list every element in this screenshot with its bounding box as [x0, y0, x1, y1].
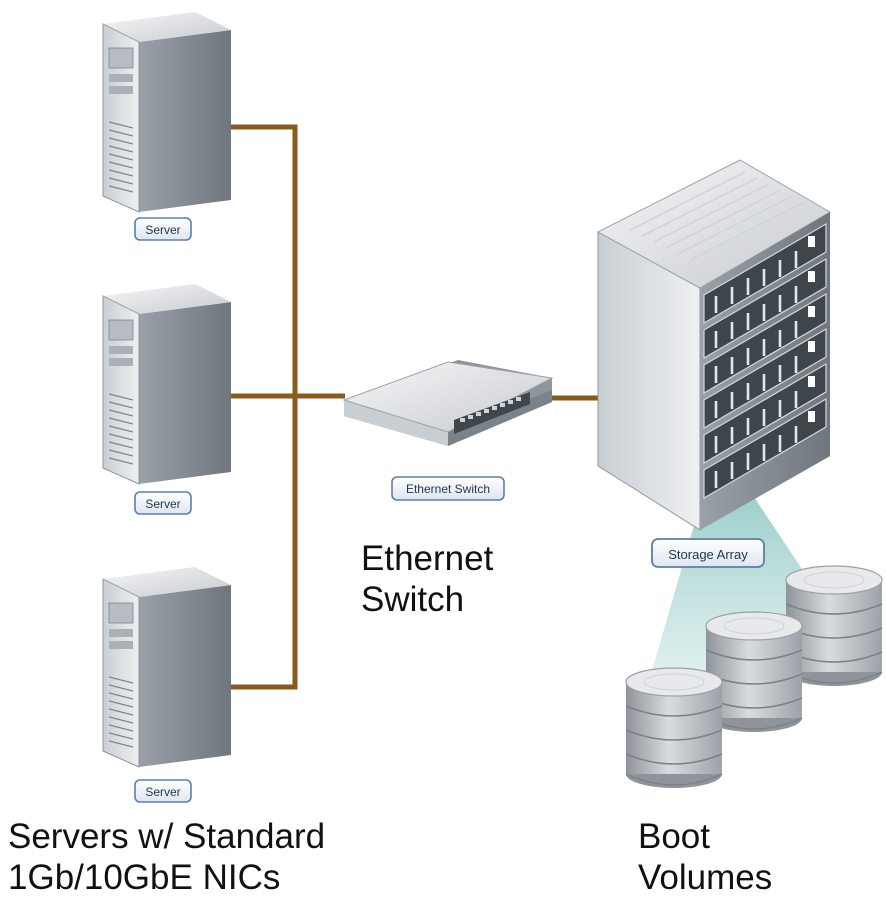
server-2 [102, 283, 232, 485]
boot-volumes-caption: Boot Volumes [638, 816, 772, 898]
switch-badge: Ethernet Switch [391, 476, 505, 501]
server-badge-2: Server [134, 491, 192, 515]
caption-line: Switch [361, 580, 465, 619]
cable-server-1 [222, 124, 298, 690]
server-icon [102, 11, 232, 213]
caption-line: 1Gb/10GbE NICs [8, 858, 281, 897]
server-badge-1: Server [134, 217, 192, 241]
server-badge-label: Server [145, 223, 180, 237]
ethernet-switch-icon [342, 360, 554, 446]
storage-badge-label: Storage Array [668, 547, 748, 562]
server-badge-label: Server [145, 785, 180, 799]
caption-line: Volumes [638, 858, 773, 897]
server-badge-3: Server [134, 779, 192, 803]
switch-badge-label: Ethernet Switch [406, 482, 490, 496]
caption-line: Servers w/ Standard [8, 817, 326, 856]
storage-badge: Storage Array [651, 538, 765, 568]
ethernet-switch-caption: Ethernet Switch [361, 538, 493, 620]
server-3 [102, 566, 232, 768]
server-1 [102, 11, 232, 213]
caption-line: Ethernet [361, 539, 494, 578]
server-badge-label: Server [145, 497, 180, 511]
disk-stack-icon [625, 667, 723, 789]
server-icon [102, 566, 232, 768]
servers-caption: Servers w/ Standard 1Gb/10GbE NICs [8, 816, 325, 898]
disk-stack-1 [625, 667, 723, 789]
server-icon [102, 283, 232, 485]
caption-line: Boot [638, 817, 710, 856]
storage-array-icon [596, 159, 831, 531]
